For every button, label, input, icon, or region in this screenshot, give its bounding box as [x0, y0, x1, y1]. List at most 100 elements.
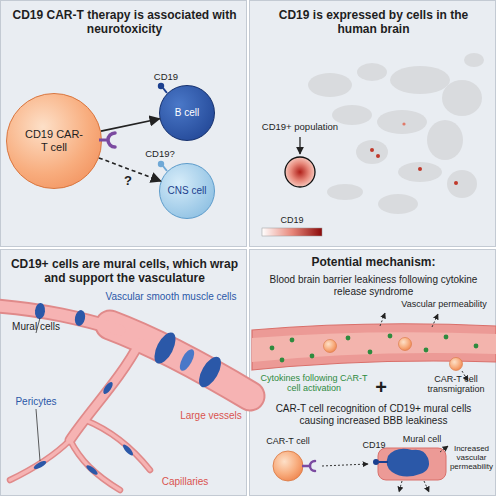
- cell-label: CNS cell: [162, 185, 212, 197]
- cd19-cell-dot: [376, 154, 380, 158]
- cd19-cell-dot: [402, 122, 405, 125]
- car-receptor-stem: [302, 465, 309, 468]
- mural-cell: [73, 309, 86, 327]
- umap-cluster: [442, 80, 482, 116]
- panel: CD19 is expressed by cells in the human …: [249, 0, 496, 247]
- cytokine-dot: [270, 346, 275, 351]
- arrow-connector: [99, 158, 161, 181]
- cd19-marker: [158, 83, 164, 89]
- car-t-cell-small: [399, 338, 412, 351]
- umap-cluster: [378, 194, 418, 214]
- umap-red-cells: [370, 122, 458, 185]
- umap-cluster: [308, 73, 352, 97]
- permeability-arrows: [380, 313, 468, 381]
- cell-label: B cell: [162, 107, 212, 119]
- umap-cluster: [357, 63, 387, 81]
- dotted-arrow: [432, 314, 438, 327]
- cytokine-dot: [388, 334, 393, 339]
- vessel: [70, 342, 140, 440]
- dotted-arrow: [462, 371, 468, 381]
- panel-heading: Blood brain barrier leakiness following …: [266, 274, 481, 297]
- pointer-arrow: [299, 137, 300, 154]
- cns-cell: CNS cell: [159, 163, 215, 219]
- arrow-connector: [101, 119, 160, 131]
- mural-cell: [34, 303, 46, 320]
- panel-heading: CD19 CAR-T therapy is associated with ne…: [9, 9, 240, 37]
- cd19-stem: [163, 88, 167, 93]
- pericyte: [102, 381, 115, 396]
- cd19-cell-dot: [418, 167, 422, 171]
- cd19-cell-dot: [370, 148, 374, 152]
- cytokine-dot: [346, 336, 351, 341]
- umap-cluster: [390, 66, 450, 94]
- smooth-muscle-cell: [195, 353, 226, 390]
- vessels: [0, 306, 250, 490]
- leader-line: [36, 409, 40, 461]
- panel: CD19+ cells are mural cells, which wrap …: [0, 249, 247, 496]
- colorbar: [262, 228, 322, 236]
- cytokine-dot: [444, 335, 449, 340]
- cd19-stem: [379, 461, 388, 463]
- large-vessel: [110, 325, 250, 396]
- vessel-outline: [110, 325, 250, 396]
- umap-cluster: [398, 162, 442, 182]
- panel-heading: CD19+ cells are mural cells, which wrap …: [9, 258, 240, 286]
- vessel-lumen: [252, 332, 496, 362]
- umap-cluster: [447, 170, 477, 198]
- leader-line: [36, 318, 40, 333]
- panel-heading: CD19 is expressed by cells in the human …: [258, 9, 489, 37]
- umap-cluster: [377, 110, 427, 134]
- dotted-arrow: [424, 481, 429, 492]
- vessel-outline: [0, 306, 120, 330]
- umap-cluster: [427, 120, 463, 160]
- vessel-segment: [378, 448, 446, 480]
- capillary-outline: [85, 420, 150, 470]
- dotted-arrow: [399, 481, 402, 492]
- umap-clusters: [308, 53, 484, 214]
- dotted-arrow: [440, 446, 448, 452]
- capillary: [10, 440, 70, 480]
- vessel-outline: [70, 342, 140, 440]
- capillary: [85, 420, 150, 470]
- car-t-cell-small: [273, 451, 303, 481]
- cell-label: CD19 CAR-T cell: [22, 128, 86, 153]
- cd19-stem: [163, 166, 167, 171]
- panel: Potential mechanism: Blood brain barrier …: [249, 249, 496, 496]
- mural-cell: [387, 449, 429, 477]
- car-receptor: [108, 133, 115, 147]
- vessel: [0, 306, 120, 330]
- umap-cluster: [464, 53, 484, 67]
- capillary-outline: [10, 440, 70, 480]
- cytokine-dot: [424, 348, 429, 353]
- cd19-marker: [373, 459, 379, 465]
- panel-heading: CAR-T cell recognition of CD19+ mural ce…: [262, 403, 485, 426]
- panel-heading: Potential mechanism:: [258, 256, 489, 270]
- car-t-cell-small: [324, 340, 337, 353]
- cytokine-dot: [368, 350, 373, 355]
- cytokine-dot: [290, 338, 295, 343]
- smooth-muscle-cell: [177, 347, 197, 373]
- permeability-arrows: [399, 446, 448, 492]
- pericyte: [33, 460, 48, 471]
- umap-cluster: [356, 140, 388, 164]
- cytokine-dot: [474, 344, 479, 349]
- mural-cells: [33, 303, 226, 477]
- cytokine-dot: [280, 358, 285, 363]
- blood-vessel: [252, 324, 496, 370]
- umap-cluster: [332, 105, 372, 125]
- cd19-marker: [158, 161, 164, 167]
- capillary: [70, 440, 120, 490]
- dotted-arrow: [322, 464, 368, 466]
- pericyte: [121, 443, 134, 457]
- smooth-muscle-cell: [150, 329, 180, 367]
- car-t-cell-small: [450, 358, 463, 371]
- umap-cluster: [327, 184, 363, 200]
- cd19-cluster: [285, 157, 315, 187]
- pericyte: [85, 464, 99, 477]
- cytokines: [270, 334, 479, 363]
- cytokine-dot: [310, 354, 315, 359]
- car-receptor-stem: [99, 139, 108, 142]
- cd19-cell-dot: [454, 181, 458, 185]
